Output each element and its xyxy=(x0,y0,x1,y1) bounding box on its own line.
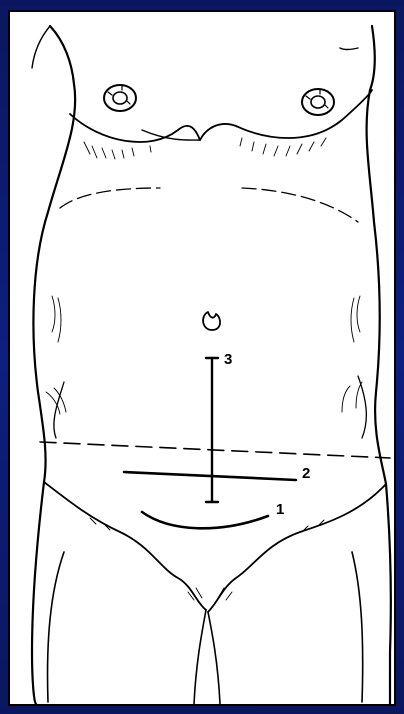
incision-2-label: 2 xyxy=(302,465,310,482)
torso-diagram: 3 2 1 xyxy=(10,12,394,704)
incision-1-curved xyxy=(142,512,268,528)
suprapubic-dashed-line xyxy=(40,442,390,458)
breasts xyxy=(70,90,372,142)
lower-fold xyxy=(44,482,386,704)
thigh-lines xyxy=(48,552,363,702)
incision-3-vertical xyxy=(206,358,218,502)
incision-1-label: 1 xyxy=(276,501,284,518)
incision-2-transverse xyxy=(124,472,296,480)
incision-3-label: 3 xyxy=(224,351,232,368)
navel xyxy=(203,312,220,330)
arm-crease-lines xyxy=(32,26,358,68)
left-nipple xyxy=(104,85,136,111)
right-nipple xyxy=(302,89,334,115)
fold-shading xyxy=(84,138,326,159)
illustration-panel: 3 2 1 xyxy=(8,10,396,706)
